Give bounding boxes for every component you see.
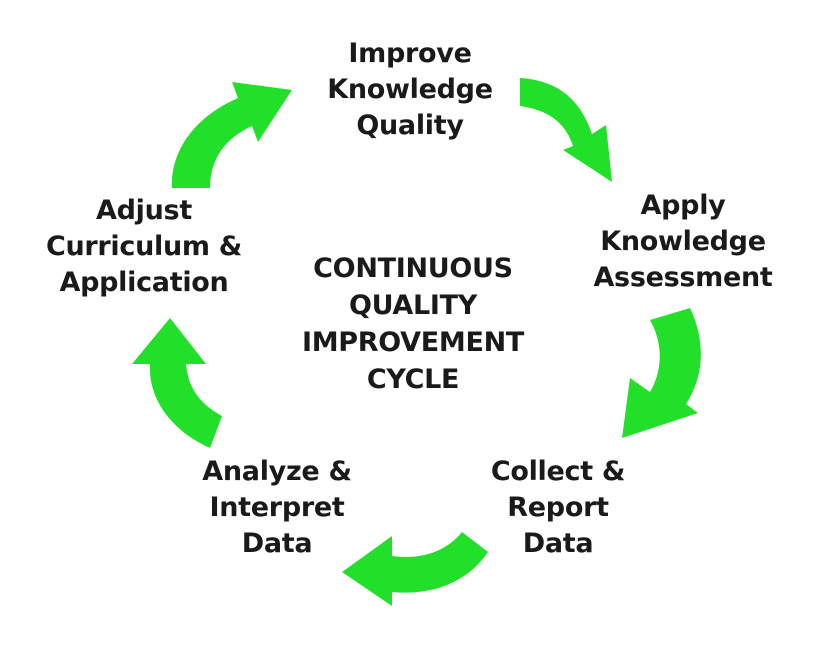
center-title-line: IMPROVEMENT [301, 327, 525, 358]
step-line: Adjust [96, 195, 192, 226]
step-line: Analyze & [202, 456, 352, 487]
step-line: Data [241, 528, 313, 559]
step-line: Application [59, 267, 229, 298]
center-title-line: CYCLE [366, 364, 460, 395]
arrow-improve-to-apply-icon [520, 78, 612, 182]
step-line: Assessment [593, 262, 773, 293]
step-analyze-interpret-data: Analyze & Interpret Data [172, 454, 382, 562]
step-improve-knowledge-quality: Improve Knowledge Quality [305, 36, 515, 144]
step-line: Quality [356, 110, 464, 141]
step-line: Apply [640, 190, 726, 221]
step-line: Knowledge [327, 74, 493, 105]
step-line: Improve [348, 38, 472, 69]
step-line: Knowledge [600, 226, 766, 257]
arrow-analyze-to-adjust-icon [132, 318, 222, 448]
step-line: Collect & [490, 456, 626, 487]
step-line: Report [507, 492, 609, 523]
step-collect-report-data: Collect & Report Data [453, 454, 663, 562]
step-line: Curriculum & [45, 231, 243, 262]
center-title-line: QUALITY [348, 290, 478, 321]
arrow-adjust-to-improve-icon [171, 82, 292, 188]
center-title: CONTINUOUS QUALITY IMPROVEMENT CYCLE [268, 250, 558, 398]
step-line: Data [522, 528, 594, 559]
step-adjust-curriculum-application: Adjust Curriculum & Application [30, 193, 258, 301]
step-apply-knowledge-assessment: Apply Knowledge Assessment [578, 188, 788, 296]
step-line: Interpret [209, 492, 345, 523]
center-title-line: CONTINUOUS [313, 253, 513, 284]
arrow-collect-to-analyze-icon [342, 532, 488, 606]
arrow-apply-to-collect-icon [622, 308, 701, 438]
